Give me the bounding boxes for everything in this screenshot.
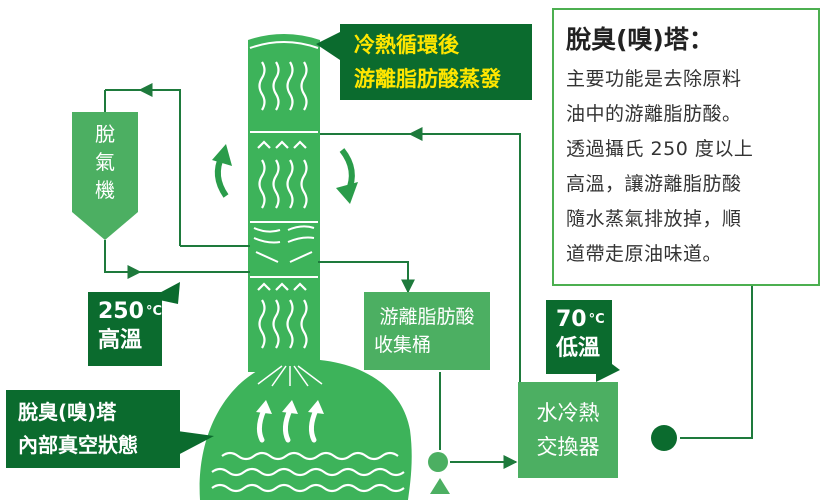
- rising-vapour-arrows: [256, 407, 319, 443]
- info-box: 脫臭(嗅)塔： 主要功能是去除原料 油中的游離脂肪酸。 透過攝氏 250 度以上…: [552, 8, 820, 286]
- callout-cooling-cycle: 冷熱循環後 游離脂肪酸蒸發: [340, 24, 532, 100]
- low-temp-label: 低溫: [556, 336, 601, 361]
- vacuum-line2: 內部真空狀態: [18, 433, 138, 457]
- info-title: 脫臭(嗅)塔：: [566, 25, 714, 54]
- info-line-6: 道帶走原油味道。: [566, 243, 723, 265]
- callout-cooling-line2: 游離脂肪酸蒸發: [354, 67, 501, 91]
- callout-cooling-line1: 冷熱循環後: [354, 33, 459, 57]
- exchanger-line2: 交換器: [536, 435, 600, 459]
- tower-flask: [199, 359, 412, 500]
- callout-high-temp: 250°C 高溫: [88, 292, 162, 366]
- piping: [104, 83, 521, 469]
- ffa-tank-line2: 收集桶: [374, 334, 432, 356]
- callout-vacuum-state: 脫臭(嗅)塔 內部真空狀態: [6, 390, 180, 468]
- heat-exchanger: 水冷熱 交換器: [518, 382, 618, 478]
- info-pointer-dot: [651, 425, 677, 451]
- ffa-tank-line1: 游離脂肪酸: [379, 306, 475, 328]
- vacuum-line1: 脫臭(嗅)塔: [18, 400, 117, 424]
- ffa-collection-tank: 游離脂肪酸 收集桶: [364, 292, 490, 370]
- high-temp-value: 250: [98, 299, 144, 324]
- degasser-char-1: 脫: [95, 122, 115, 146]
- degasser-shape: [72, 112, 138, 240]
- pump-icon: [428, 452, 448, 472]
- degasser-char-2: 氣: [95, 150, 115, 174]
- info-line-1: 主要功能是去除原料: [566, 68, 742, 90]
- callout-low-temp: 70°C 低溫: [546, 300, 612, 374]
- degasser-label: 脫 氣 機: [72, 120, 138, 210]
- high-temp-label: 高溫: [98, 328, 143, 353]
- info-line-4: 高溫，讓游離脂肪酸: [566, 173, 742, 195]
- tower-vapour-waves: [258, 61, 308, 349]
- low-temp-unit: °C: [588, 312, 605, 327]
- exchanger-line1: 水冷熱: [536, 401, 600, 425]
- info-line-2: 油中的游離脂肪酸。: [566, 103, 742, 125]
- info-line-3: 透過攝氏 250 度以上: [566, 138, 754, 160]
- degasser-char-3: 機: [95, 178, 115, 202]
- low-temp-value: 70: [556, 307, 587, 332]
- info-line-5: 隨水蒸氣排放掉，順: [566, 208, 742, 230]
- high-temp-unit: °C: [145, 304, 162, 319]
